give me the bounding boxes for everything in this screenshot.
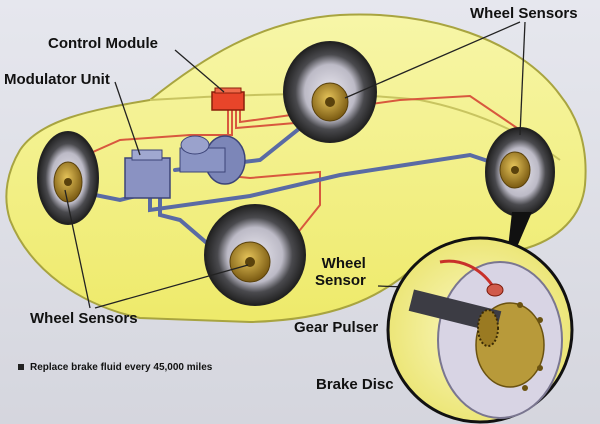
car-body xyxy=(5,13,587,324)
sensor-cable xyxy=(439,259,494,286)
maintenance-note-text: Replace brake fluid every 45,000 miles xyxy=(30,362,213,373)
label-wheel-sensor: Wheel Sensor xyxy=(315,255,366,289)
modulator-unit-block xyxy=(124,149,171,199)
label-gear-pulser: Gear Pulser xyxy=(294,319,379,336)
wheel-front-right xyxy=(204,204,306,306)
wheel-rear-left xyxy=(283,41,377,143)
label-wheel-sensor-line1: Wheel xyxy=(321,255,366,272)
bullet-icon xyxy=(18,364,24,371)
label-modulator-unit: Modulator Unit xyxy=(4,71,110,88)
control-module-box xyxy=(211,87,245,111)
label-wheel-sensor-line2: Sensor xyxy=(315,271,366,289)
label-brake-disc: Brake Disc xyxy=(316,376,394,393)
wheel-front-left xyxy=(37,131,99,225)
brake-booster xyxy=(179,135,246,185)
label-wheel-sensors-bottom: Wheel Sensors xyxy=(30,310,138,327)
label-wheel-sensors-top: Wheel Sensors xyxy=(470,5,578,22)
gear-pulser-ring xyxy=(477,309,499,347)
axle-shaft xyxy=(408,289,502,333)
label-control-module: Control Module xyxy=(48,35,158,52)
maintenance-note: Replace brake fluid every 45,000 miles xyxy=(18,362,212,373)
wheel-rear-right xyxy=(485,127,555,217)
inset-detail xyxy=(386,236,574,424)
